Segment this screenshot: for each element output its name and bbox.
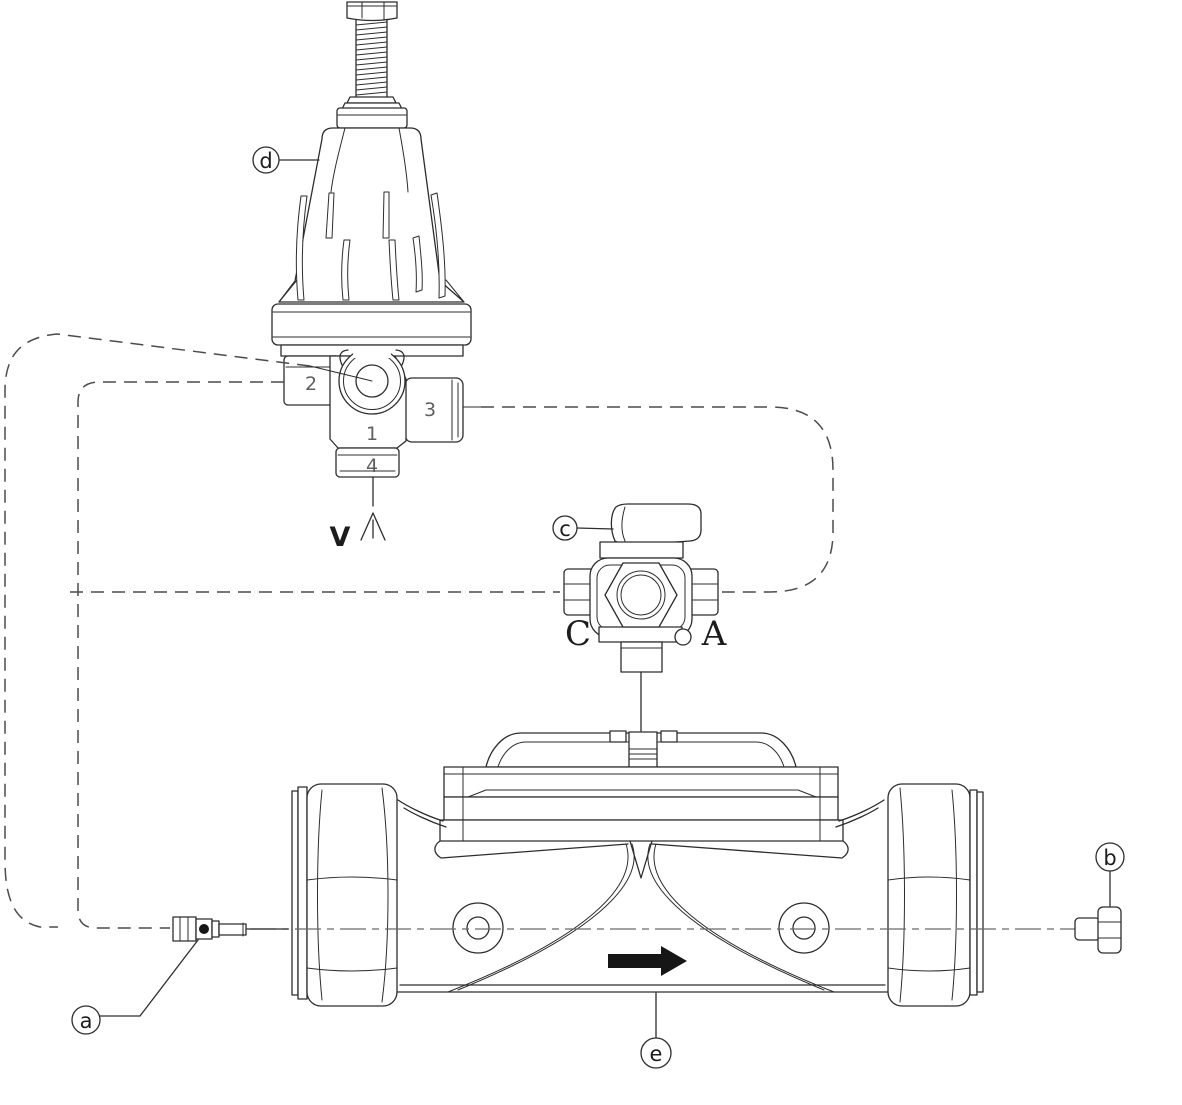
ball-valve-stem (599, 541, 684, 559)
outlet-fitting (1074, 906, 1122, 954)
pilot-port-2-number: 2 (305, 373, 317, 395)
pilot-spring-housing (271, 107, 472, 357)
pilot-valve (271, 1, 472, 541)
left-coupling-nut (291, 783, 398, 1007)
fitting-a-dot-icon (199, 924, 209, 934)
callout-d-label: d (259, 149, 272, 173)
inlet-fitting (172, 916, 289, 942)
callout-a-label: a (80, 1009, 93, 1033)
fitting-a-nut (172, 916, 197, 942)
tube-port3-to-ball-valve-a (481, 406, 834, 593)
control-tubing (4, 333, 834, 929)
flow-direction-arrow-icon (608, 946, 687, 976)
tube-port2-to-inlet (77, 381, 284, 929)
ball-valve-position-a: A (701, 614, 727, 654)
right-coupling-nut (887, 783, 984, 1007)
tube-front-port-to-inlet (4, 333, 311, 928)
front-port-leader (309, 365, 373, 382)
vent-symbol-icon (360, 476, 386, 541)
pilot-port-3-number: 3 (424, 399, 436, 421)
callout-b: b (1095, 842, 1125, 907)
callout-a: a (71, 939, 199, 1035)
callout-e-label: e (650, 1042, 663, 1066)
pilot-port-1-number: 1 (366, 423, 378, 445)
right-plug-boss (778, 902, 830, 954)
ball-valve-stop-pin (674, 628, 692, 646)
adjusting-bolt-icon (341, 1, 403, 110)
callout-e: e (640, 992, 672, 1069)
callout-c-label: c (559, 517, 571, 541)
vent-label: V (330, 522, 351, 553)
left-plug-boss (452, 902, 504, 954)
ball-valve-handle (610, 503, 702, 547)
callout-b-label: b (1103, 846, 1116, 870)
main-valve-body (291, 783, 984, 1007)
fitting-a-tube (218, 923, 247, 936)
ball-valve-position-c: C (565, 614, 591, 654)
pilot-port-4-number: 4 (366, 455, 378, 477)
callout-d: d (252, 146, 320, 174)
fitting-b-nut (1097, 906, 1122, 954)
callout-c: c (552, 515, 614, 541)
ball-valve-bottom-port (620, 641, 663, 673)
main-valve-cover (434, 730, 849, 879)
three-way-ball-valve (563, 503, 719, 732)
